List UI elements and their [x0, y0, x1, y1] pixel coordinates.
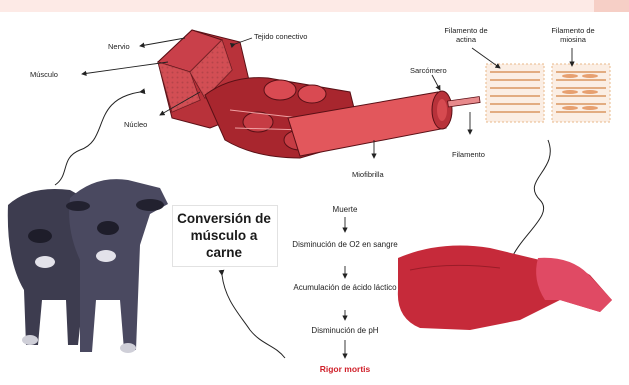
sarcomere-actin — [486, 64, 544, 122]
step-disminucion-o2: Disminución de O2 en sangre — [290, 240, 400, 250]
diagram-title: Conversión de músculo a carne — [172, 210, 276, 261]
connector-cattle — [55, 92, 140, 185]
connector-title — [222, 275, 285, 358]
label-tejido-conectivo: Tejido conectivo — [254, 32, 307, 41]
label-sarcomero: Sarcómero — [410, 66, 447, 75]
step-rigor-mortis: Rigor mortis — [290, 364, 400, 374]
step-muerte: Muerte — [290, 205, 400, 215]
label-filamento: Filamento — [452, 150, 485, 159]
sarcomere-myosin — [552, 64, 610, 122]
label-miofibrilla: Miofibrilla — [352, 170, 384, 179]
label-nervio: Nervio — [108, 42, 130, 51]
step-acumulacion-acido-lactico: Acumulación de ácido láctico — [290, 283, 400, 293]
label-filamento-miosina: Filamento de miosina — [544, 26, 602, 44]
cattle-illustration — [8, 179, 168, 353]
connector-meat — [510, 140, 550, 262]
meat-cut — [398, 246, 612, 330]
label-filamento-actina: Filamento de actina — [438, 26, 494, 44]
step-disminucion-ph: Disminución de pH — [290, 326, 400, 336]
label-musculo: Músculo — [30, 70, 58, 79]
label-nucleo: Núcleo — [124, 120, 147, 129]
